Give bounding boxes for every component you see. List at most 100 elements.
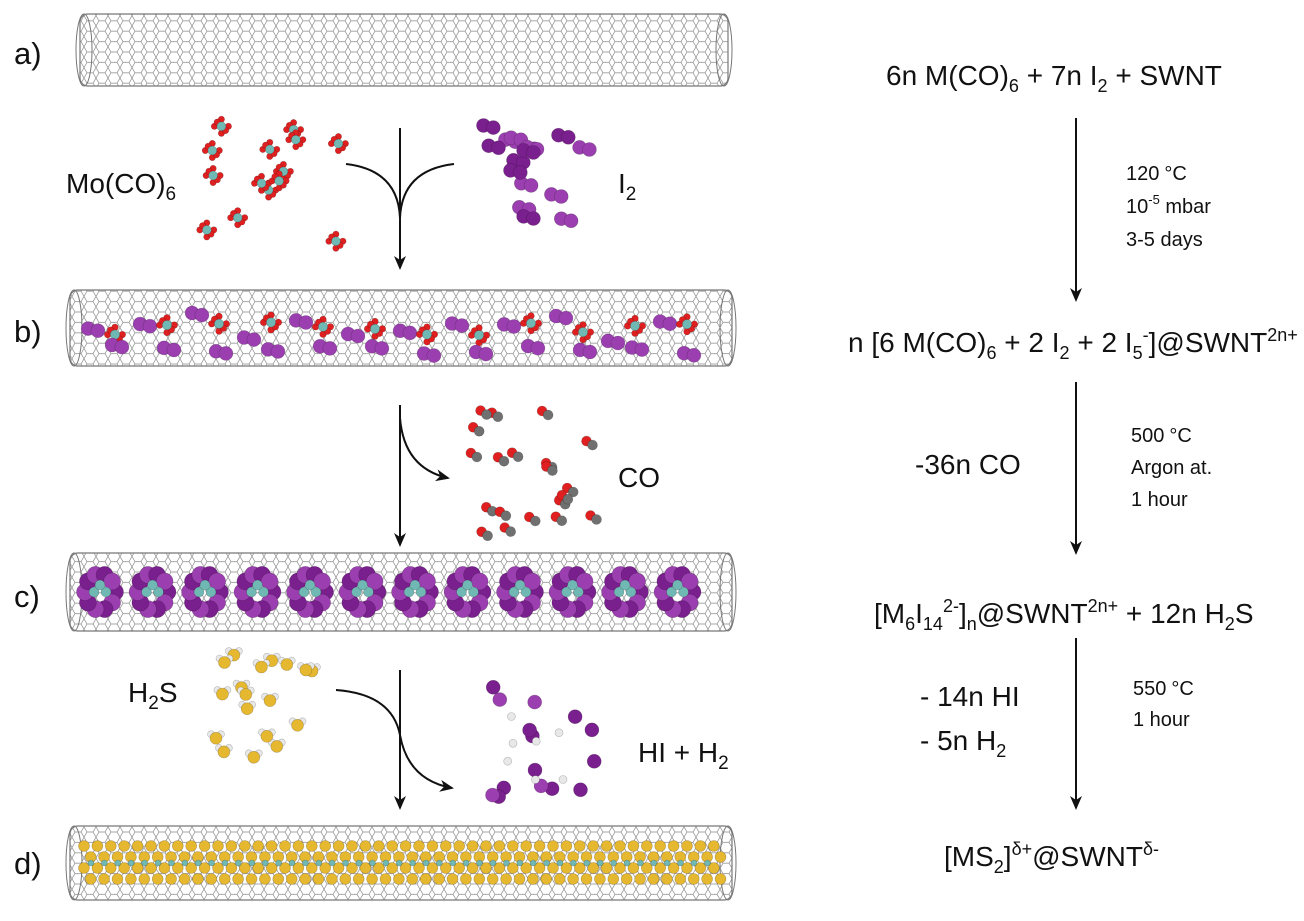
sulfur-atom xyxy=(352,873,365,885)
molybdenum-atom xyxy=(514,579,526,591)
nanotube-c-filling xyxy=(76,566,702,618)
iodine-atom xyxy=(418,572,436,591)
sulfur-atom xyxy=(654,840,667,852)
sulfur-atom xyxy=(661,873,673,885)
molybdenum-atom xyxy=(265,317,277,328)
molybdenum-atom xyxy=(127,859,135,867)
molybdenum-atom xyxy=(331,236,341,246)
carbon-atom xyxy=(471,451,483,463)
sulfur-atom xyxy=(91,862,104,874)
iodine-atom xyxy=(155,572,174,591)
sulfur-atom xyxy=(78,840,90,852)
sulfur-atom xyxy=(240,702,254,716)
molybdenum-atom xyxy=(422,859,430,867)
molybdenum-atom xyxy=(100,586,112,598)
iodine-atom xyxy=(680,572,699,591)
iodine-atom xyxy=(634,342,650,357)
molybdenum-atom xyxy=(208,859,215,867)
sulfur-atom xyxy=(332,862,345,874)
sulfur-atom xyxy=(647,873,660,885)
co-label: CO xyxy=(618,462,660,493)
molybdenum-atom xyxy=(264,144,275,155)
molybdenum-atom xyxy=(290,134,301,145)
iodine-atom xyxy=(558,310,574,326)
sulfur-atom xyxy=(165,873,177,885)
sulfur-atom xyxy=(506,862,519,874)
sulfur-atom xyxy=(520,862,533,874)
molybdenum-atom xyxy=(288,859,296,867)
sulfur-atom xyxy=(587,862,600,874)
molybdenum-atom xyxy=(274,176,284,186)
molybdenum-atom xyxy=(409,859,416,867)
iodine-atom xyxy=(485,120,501,135)
molybdenum-atom xyxy=(583,859,591,867)
molybdenum-atom xyxy=(637,859,644,867)
sulfur-atom xyxy=(379,873,392,885)
iodine-atom xyxy=(530,340,546,356)
sulfur-atom xyxy=(359,840,372,852)
equation-4: [MS2]δ+@SWNTδ- xyxy=(944,839,1159,877)
i2-molecule-cloud xyxy=(476,118,597,229)
sulfur-atom xyxy=(319,862,332,874)
iodine-atom xyxy=(563,213,579,229)
molybdenum-atom xyxy=(462,859,470,867)
sulfur-atom xyxy=(439,840,452,852)
sulfur-atom xyxy=(386,862,399,874)
mo-co6-molecule-cloud xyxy=(196,115,349,252)
iodine-atom xyxy=(90,323,106,339)
iodine-atom xyxy=(313,572,331,591)
molybdenum-atom xyxy=(216,121,227,132)
arrow-step-3 xyxy=(335,670,454,810)
sulfur-atom xyxy=(640,840,653,852)
sulfur-atom xyxy=(326,873,338,885)
molybdenum-atom xyxy=(248,859,256,867)
molybdenum-atom xyxy=(650,859,658,867)
molybdenum-atom xyxy=(570,859,577,867)
step2-time: 1 hour xyxy=(1131,489,1188,511)
molybdenum-atom xyxy=(577,327,589,338)
sulfur-atom xyxy=(506,840,519,852)
molybdenum-atom xyxy=(328,859,336,867)
molybdenum-atom xyxy=(369,323,381,334)
molybdenum-atom xyxy=(625,586,637,598)
molybdenum-atom xyxy=(168,859,175,867)
molybdenum-atom xyxy=(315,859,323,867)
step3-temperature: 550°C xyxy=(1133,678,1194,700)
molybdenum-atom xyxy=(87,859,95,867)
sulfur-atom xyxy=(212,840,224,852)
molybdenum-atom xyxy=(456,586,467,598)
iodine-atom xyxy=(610,335,626,351)
sulfur-atom xyxy=(265,862,278,874)
h2s-molecule-cloud xyxy=(207,647,321,764)
molybdenum-atom xyxy=(681,319,693,330)
panel-label-b: b) xyxy=(14,314,42,349)
sulfur-atom xyxy=(513,873,526,885)
sulfur-atom xyxy=(131,862,144,874)
molybdenum-atom xyxy=(666,586,677,598)
iodine-atom xyxy=(523,572,541,591)
sulfur-atom xyxy=(239,840,251,852)
arrow-step-2 xyxy=(394,405,450,547)
molybdenum-atom xyxy=(205,586,217,598)
sulfur-atom xyxy=(707,862,720,874)
sulfur-atom xyxy=(346,840,358,852)
sulfur-atom xyxy=(533,840,546,852)
sulfur-atom xyxy=(138,873,151,885)
sulfur-atom xyxy=(694,840,707,852)
molybdenum-atom xyxy=(561,586,572,598)
sulfur-atom xyxy=(567,873,579,885)
carbon-atom xyxy=(556,515,568,527)
molybdenum-atom xyxy=(161,320,173,331)
sulfur-atom xyxy=(78,862,90,874)
molybdenum-atom xyxy=(567,579,578,591)
step2-temperature: 500°C xyxy=(1131,425,1192,447)
sulfur-atom xyxy=(339,873,352,885)
sulfur-atom xyxy=(178,873,191,885)
sulfur-atom xyxy=(627,862,640,874)
iodine-atom xyxy=(365,572,384,591)
carbon-atom xyxy=(473,425,485,437)
molybdenum-atom xyxy=(199,579,211,591)
sulfur-atom xyxy=(198,840,211,852)
sulfur-atom xyxy=(218,873,231,885)
iodine-atom xyxy=(491,140,506,156)
